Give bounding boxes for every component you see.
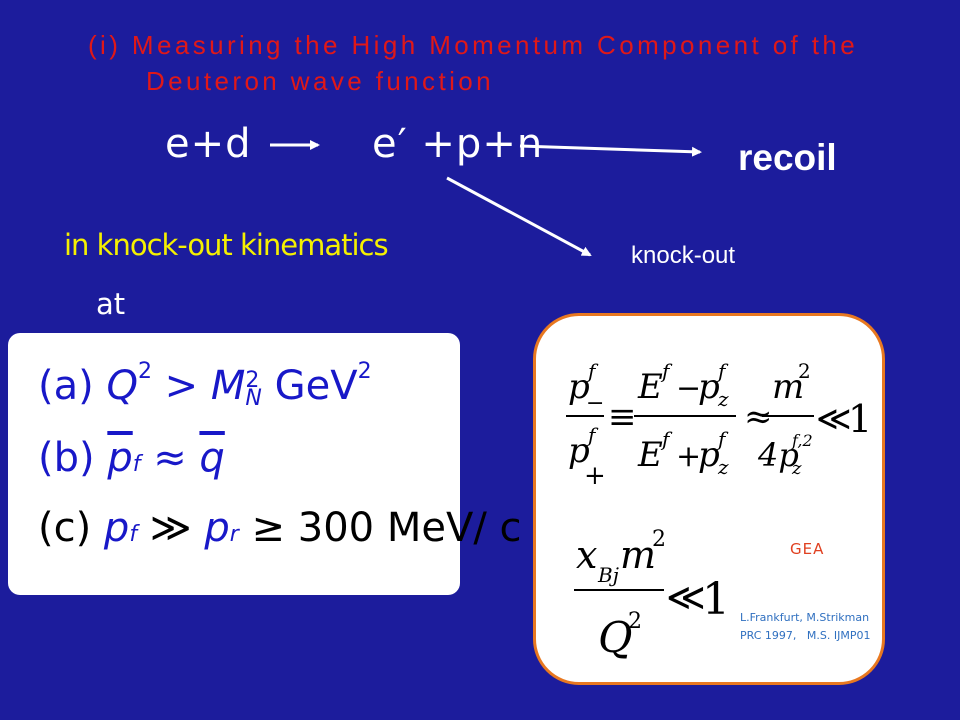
- eq2-num-m-sup: 2: [652, 527, 666, 552]
- eq2-num-x-sub: Bj: [597, 563, 619, 587]
- condition-c-mid: p: [204, 505, 230, 551]
- eq1-f1-den-sub: +: [584, 461, 606, 491]
- eq1-one: 1: [848, 397, 872, 441]
- eq2-ll: ≪: [666, 575, 706, 619]
- eq1-f3-num-sup: 2: [798, 359, 811, 383]
- condition-a-exp: 2: [137, 359, 152, 384]
- condition-a-unit: GeV: [274, 363, 358, 409]
- eq1-f2-num-p-sub: z: [717, 387, 729, 411]
- eq1-f2-den-p: p: [698, 435, 720, 475]
- formula-eq1: p f − p f + ≡ E f − p f z E f + p f z ≈ …: [566, 359, 872, 491]
- condition-b-op: ≈: [153, 435, 187, 481]
- eq2-den: Q: [598, 613, 632, 662]
- recoil-arrow: [519, 144, 702, 157]
- reference: L.Frankfurt, M.Strikman PRC 1997, M.S. I…: [740, 609, 870, 645]
- condition-a-unit-exp: 2: [357, 359, 372, 384]
- condition-b-lhs-sub: f: [132, 452, 141, 477]
- condition-c-value: 300 MeV/ c: [297, 505, 522, 551]
- eq1-f2-den-e-sup: f: [660, 427, 673, 451]
- eq1-f2-den-p-sub: z: [717, 455, 729, 479]
- eq1-f1-num-sub: −: [586, 391, 604, 416]
- slide-title: (i) Measuring the High Momentum Componen…: [88, 26, 928, 98]
- reaction-rhs: e′ +p+n: [372, 121, 544, 167]
- eq1-equiv: ≡: [608, 397, 637, 437]
- condition-c-op2: ≥: [251, 505, 286, 551]
- condition-c-mid-sub: r: [229, 522, 239, 547]
- condition-b-label: (b): [38, 435, 95, 481]
- reference-line-2: PRC 1997, M.S. IJMP01: [740, 629, 871, 642]
- condition-b-lhs: p: [107, 435, 133, 481]
- kinematics-label: in knock-out kinematics: [64, 228, 389, 262]
- recoil-label: recoil: [738, 137, 837, 178]
- title-line-2: Deuteron wave function: [146, 66, 494, 96]
- title-line-1: (i) Measuring the High Momentum Componen…: [88, 30, 859, 60]
- knockout-label: knock-out: [631, 242, 736, 269]
- condition-a-rhs-exp: 2: [245, 368, 260, 393]
- eq1-f1-num-sup: f: [586, 359, 599, 383]
- eq1-f1-den: p: [568, 431, 590, 471]
- formula-svg: p f − p f + ≡ E f − p f z E f + p f z ≈ …: [566, 359, 872, 662]
- condition-b-rhs: q: [199, 435, 225, 481]
- condition-c-lhs-sub: f: [129, 522, 138, 547]
- condition-c-label: (c): [38, 505, 92, 551]
- condition-a-label: (a): [38, 363, 94, 409]
- eq2-one: 1: [702, 574, 730, 625]
- eq1-f2-num-p: p: [698, 367, 720, 407]
- condition-b: (b) pf ≈ q: [38, 435, 225, 481]
- eq1-f2-num-op: −: [676, 371, 701, 406]
- condition-a-rhs: M: [210, 363, 246, 409]
- formula-eq2: x Bj m 2 Q 2 ≪ 1: [574, 527, 730, 662]
- condition-a-rhs-sub: N: [245, 386, 262, 411]
- condition-c-lhs: p: [103, 505, 130, 551]
- eq1-f2-num-e-sup: f: [660, 359, 673, 383]
- eq1-f2-num-e: E: [637, 367, 663, 407]
- at-label: at: [96, 287, 126, 321]
- eq1-f2-num-p-sup: f: [716, 359, 729, 383]
- eq2-num-x: x: [576, 533, 597, 577]
- eq1-f3-den: 4p: [757, 436, 799, 474]
- eq2-den-sup: 2: [628, 609, 642, 634]
- eq1-ll: ≪: [816, 399, 852, 439]
- eq1-f2-den-op: +: [676, 439, 701, 474]
- formula-box: p f − p f + ≡ E f − p f z E f + p f z ≈ …: [533, 313, 885, 685]
- condition-a-lhs: Q: [106, 363, 138, 409]
- eq2-num-m: m: [620, 533, 656, 577]
- eq1-f3-den-sup: f,2: [791, 431, 813, 450]
- gea-label: GEA: [790, 540, 825, 558]
- eq1-f1-den-sup: f: [586, 423, 599, 447]
- eq1-f1-num: p: [568, 367, 590, 407]
- eq1-f3-num: m: [772, 367, 804, 407]
- eq1-f2-den-e: E: [637, 435, 663, 475]
- reaction-lhs: e+d: [165, 121, 252, 167]
- condition-c: (c) pf ≫ pr ≥ 300 MeV/ c: [38, 505, 522, 551]
- condition-c-op: ≫: [149, 505, 192, 551]
- eq1-f3-den-sub: z: [791, 458, 802, 479]
- condition-a-op: >: [164, 363, 199, 409]
- reference-line-1: L.Frankfurt, M.Strikman: [740, 611, 870, 624]
- eq1-f2-den-p-sup: f: [716, 427, 729, 451]
- knockout-arrow: [446, 176, 592, 257]
